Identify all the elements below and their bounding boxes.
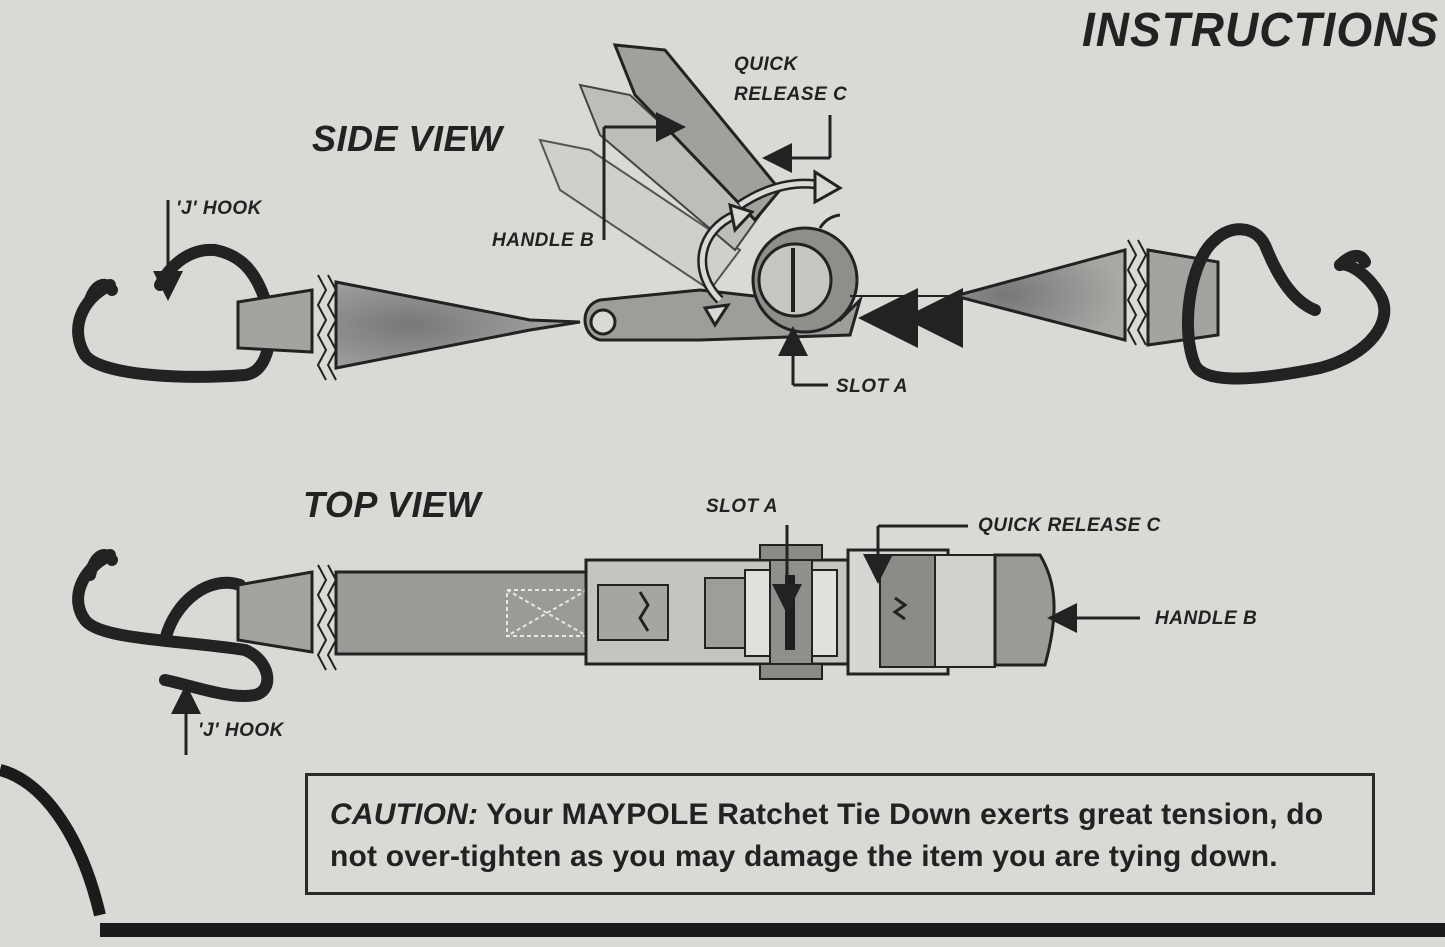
- top-view-j-hook-label: 'J' HOOK: [198, 720, 284, 741]
- caution-label: CAUTION:: [330, 798, 479, 831]
- side-view-quick-release-label-line1: QUICK: [734, 54, 798, 75]
- caution-box: CAUTION: Your MAYPOLE Ratchet Tie Down e…: [305, 773, 1375, 895]
- top-view-strap: [236, 564, 588, 671]
- page-title: INSTRUCTIONS: [1082, 1, 1439, 57]
- side-view-j-hook-label: 'J' HOOK: [176, 198, 262, 219]
- side-view-slot-label: SLOT A: [836, 376, 908, 397]
- side-view-right-j-hook: [1181, 223, 1391, 385]
- top-view-callouts: [171, 524, 1140, 755]
- page-border: [0, 764, 1445, 937]
- top-view-title: TOP VIEW: [303, 484, 482, 525]
- side-view-quick-release-label-line2: RELEASE C: [734, 84, 848, 105]
- caution-text: Your MAYPOLE Ratchet Tie Down exerts gre…: [330, 798, 1324, 873]
- side-view-title: SIDE VIEW: [312, 118, 503, 159]
- top-view-slot-label: SLOT A: [706, 496, 778, 517]
- top-view-handle-label: HANDLE B: [1155, 608, 1258, 629]
- side-view-callouts: [153, 112, 832, 387]
- side-view-left-j-hook: [72, 243, 276, 383]
- top-view-quick-release-label: QUICK RELEASE C: [978, 515, 1161, 536]
- top-view-ratchet: [584, 544, 1056, 680]
- side-view-left-strap: [236, 270, 581, 381]
- top-view-left-j-hook: [72, 549, 274, 702]
- side-view-right-strap: [949, 239, 1220, 347]
- side-view-handle-label: HANDLE B: [492, 230, 595, 251]
